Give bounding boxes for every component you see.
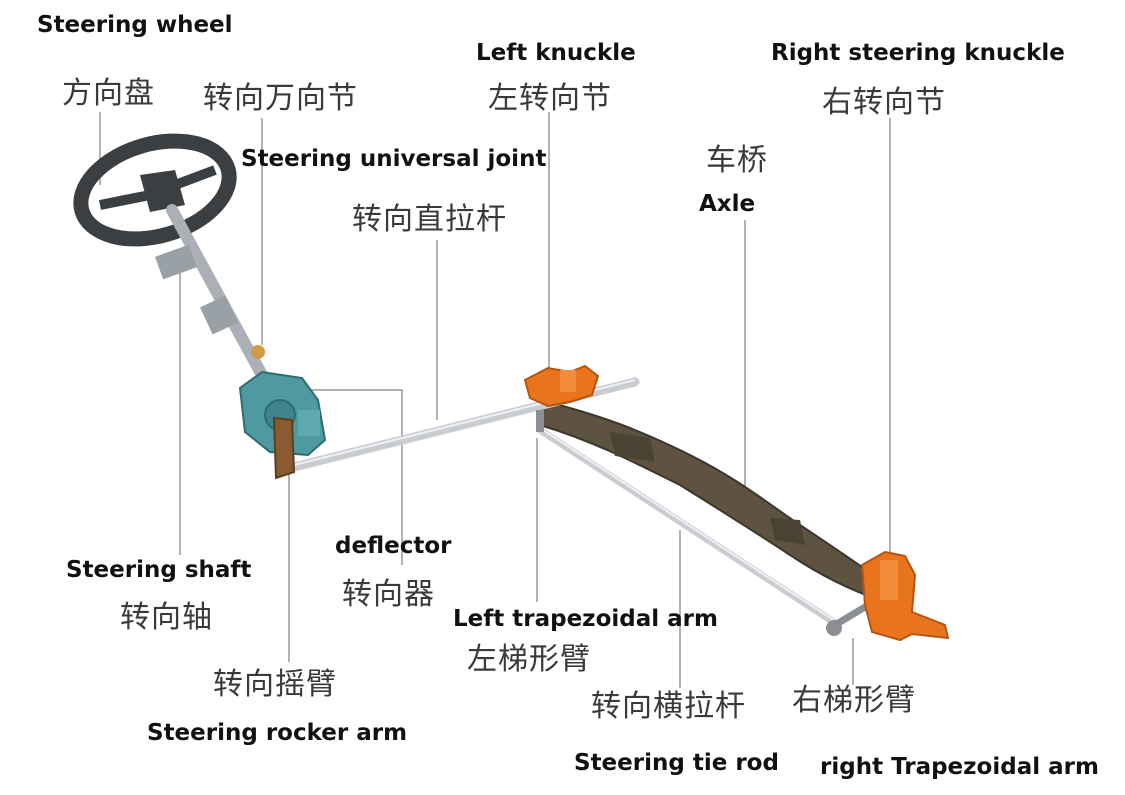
rocker-arm-part [272,416,296,480]
label-steering-shaft-en: Steering shaft [66,557,252,583]
steering-wheel-part [73,133,237,247]
label-left-trap-arm-zh: 左梯形臂 [467,642,591,677]
left-knuckle-part [523,364,600,408]
tie-rod [536,426,842,629]
leader-lines [99,112,891,688]
steering-shaft-part [154,204,268,381]
label-rocker-arm-zh: 转向摇臂 [213,667,337,702]
label-steering-wheel-zh: 方向盘 [62,76,155,111]
label-right-knuckle-en: Right steering knuckle [771,40,1065,66]
label-deflector-zh: 转向器 [342,577,435,612]
label-drag-link-zh: 转向直拉杆 [352,202,507,237]
right-knuckle-part [860,550,950,642]
label-universal-joint-zh: 转向万向节 [203,81,358,116]
label-right-trap-arm-zh: 右梯形臂 [792,683,916,718]
label-right-knuckle-zh: 右转向节 [822,85,946,120]
gearbox-part [238,370,327,457]
label-tie-rod-zh: 转向横拉杆 [591,689,746,724]
label-steering-shaft-zh: 转向轴 [120,600,213,635]
label-axle-zh: 车桥 [706,143,768,178]
label-left-trap-arm-en: Left trapezoidal arm [453,606,718,632]
label-left-knuckle-en: Left knuckle [476,40,636,66]
label-right-trap-arm-en: right Trapezoidal arm [820,754,1099,780]
axle-beam [539,398,881,602]
leader-deflector [310,389,403,565]
label-tie-rod-en: Steering tie rod [574,750,779,776]
label-steering-wheel-en: Steering wheel [37,12,233,38]
label-universal-joint-en: Steering universal joint [241,146,547,172]
label-left-knuckle-zh: 左转向节 [488,81,612,116]
label-rocker-arm-en: Steering rocker arm [147,720,408,746]
label-axle-en: Axle [699,191,756,217]
label-deflector-en: deflector [335,533,452,559]
